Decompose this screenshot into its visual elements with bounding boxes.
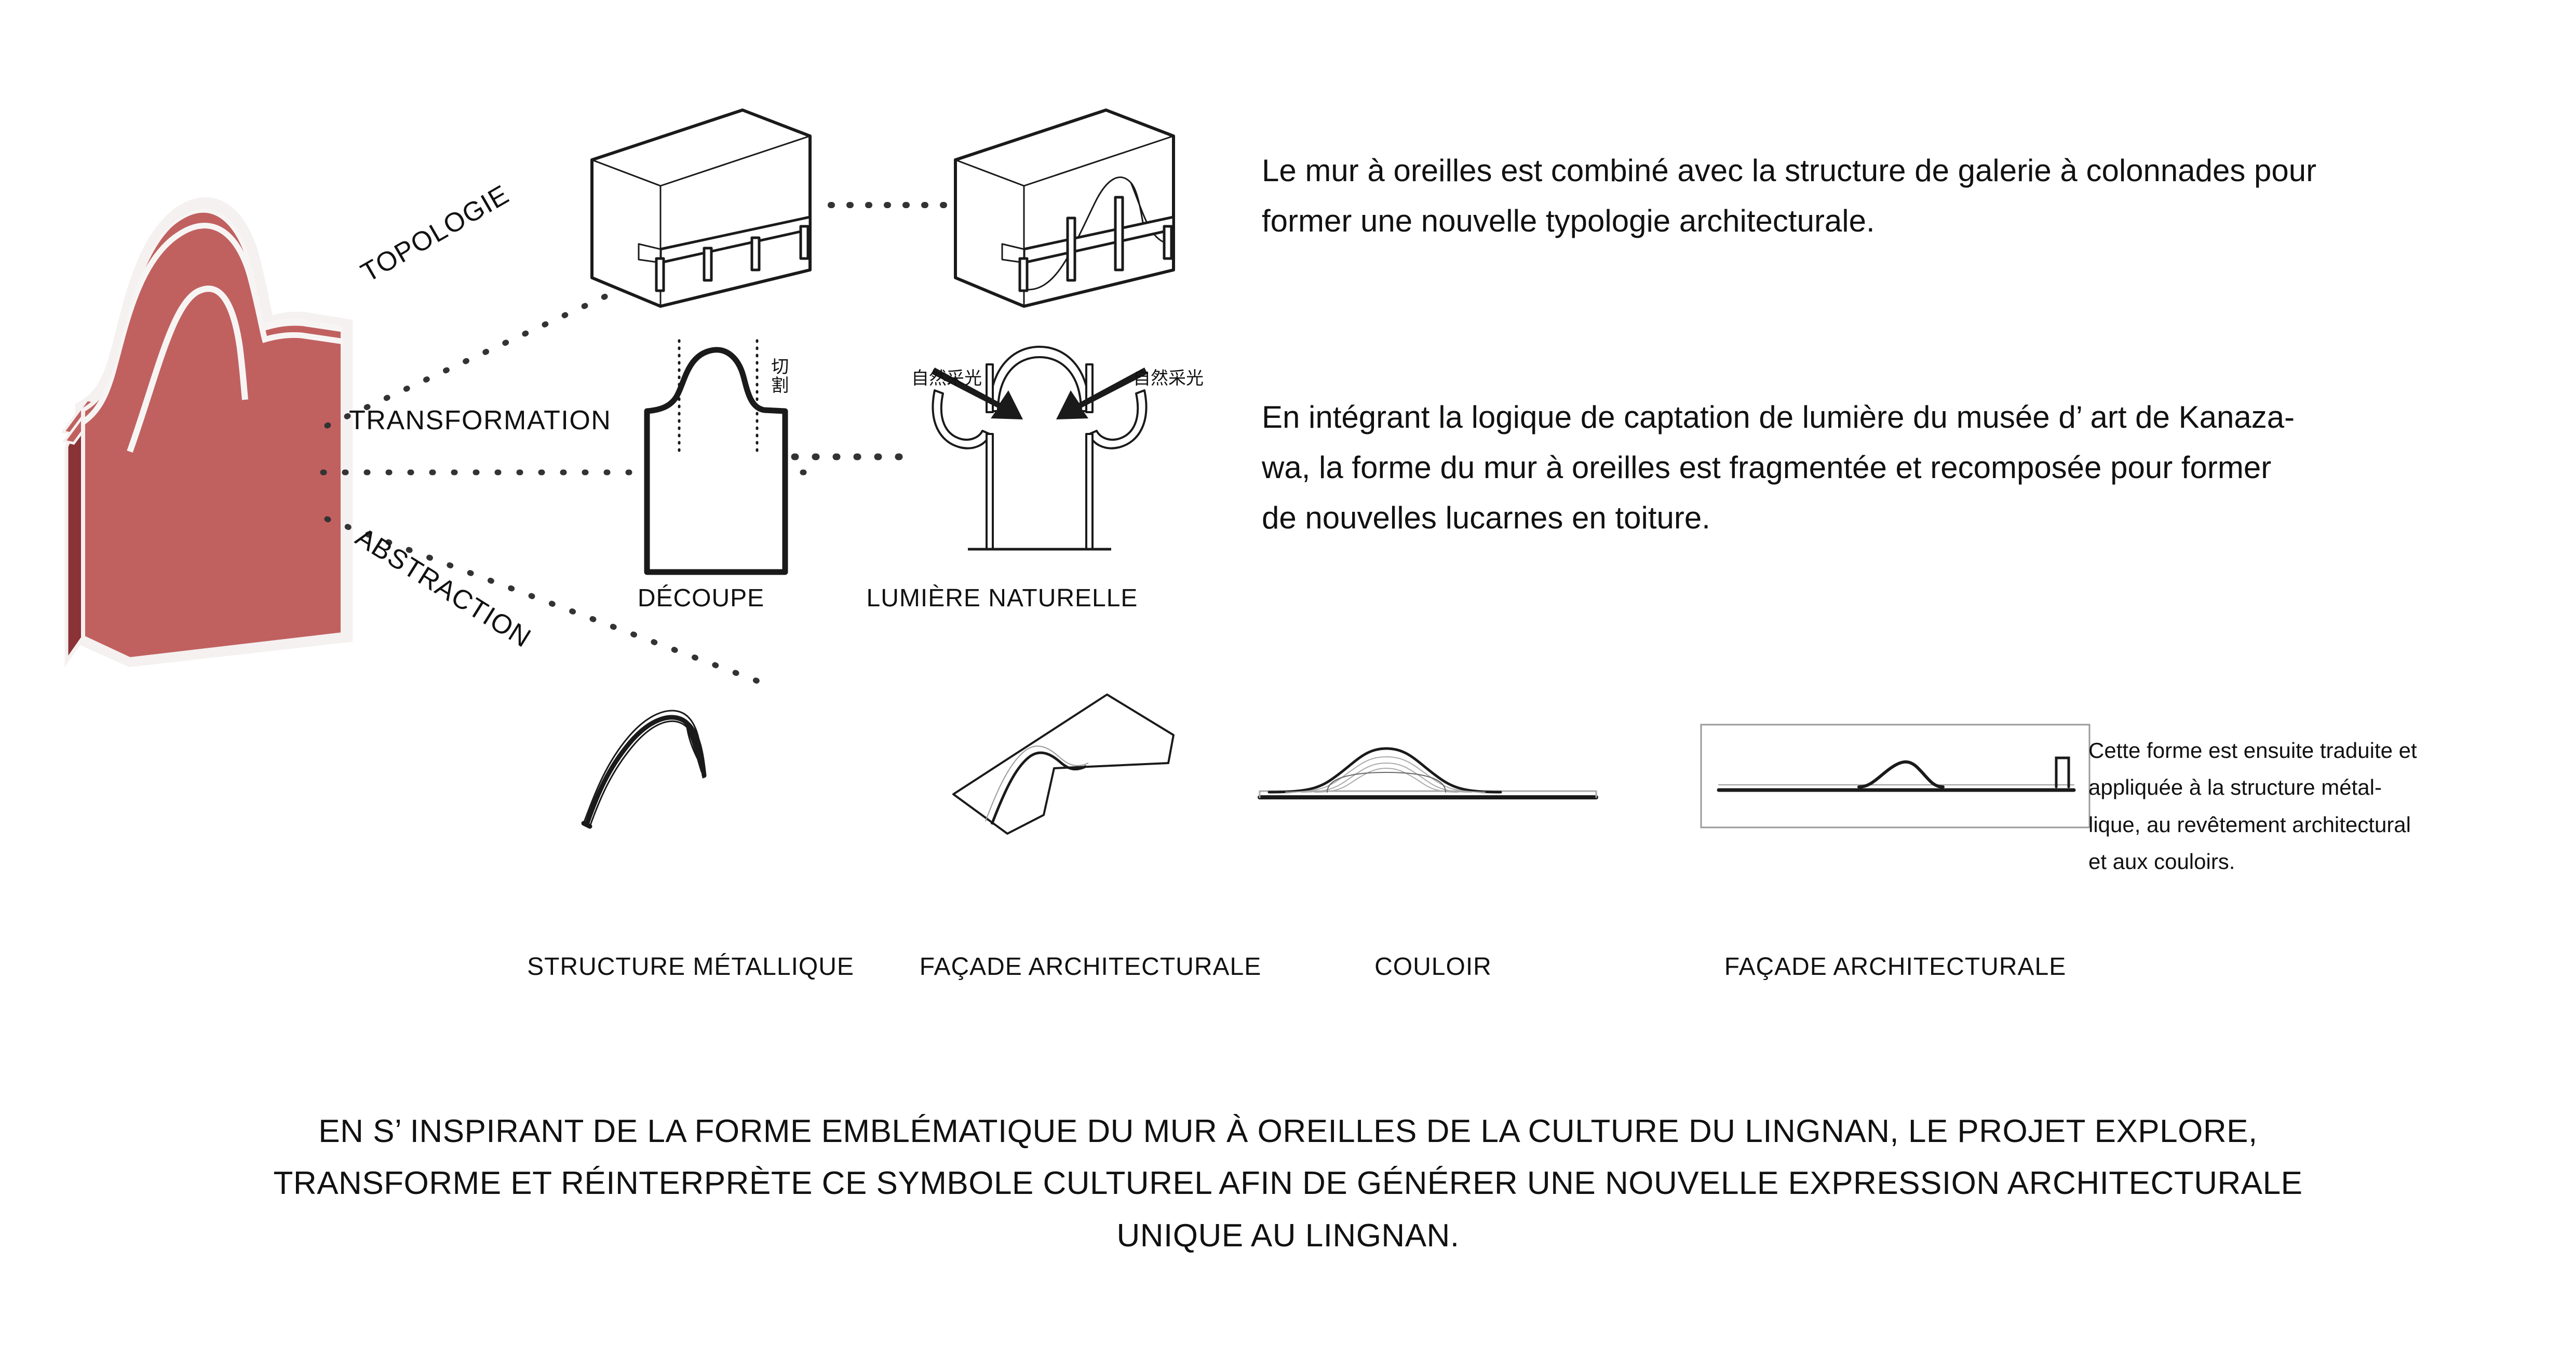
caption-decoupe: DÉCOUPE — [637, 584, 765, 612]
wall-front-face — [81, 207, 345, 662]
building-volume-plain — [590, 108, 812, 308]
natural-light-arrows — [932, 368, 1148, 419]
paragraph-abstraction: Cette forme est ensuite traduite et appl… — [2088, 732, 2556, 880]
caption-couloir: COULOIR — [1374, 953, 1492, 981]
light-arrow-right — [1056, 368, 1148, 419]
branch-line-topologie — [324, 217, 772, 429]
decoupe-silhouette — [644, 339, 788, 575]
summary-line2: TRANSFORME ET RÉINTERPRÈTE CE SYMBOLE CU… — [273, 1165, 2303, 1202]
elevation-frame — [1700, 724, 2091, 828]
paragraph-topologie-line1: Le mur à oreilles est combiné avec la st… — [1262, 153, 2317, 188]
caption-lumiere-naturelle: LUMIÈRE NATURELLE — [866, 584, 1138, 612]
transformation-diagram-row — [623, 332, 1236, 581]
paragraph-transformation-line2: wa, la forme du mur à oreilles est fragm… — [1262, 450, 2272, 485]
paragraph-transformation-line1: En intégrant la logique de captation de … — [1262, 400, 2295, 434]
wall-side-face — [66, 410, 83, 661]
paragraph-topologie: Le mur à oreilles est combiné avec la st… — [1262, 145, 2534, 246]
paragraph-topologie-line2: former une nouvelle typologie architectu… — [1262, 203, 1875, 239]
paragraph-abstraction-line2: appliquée à la structure métal- — [2088, 775, 2382, 800]
branch-line-abstraction — [324, 516, 772, 688]
paragraph-transformation-line3: de nouvelles lucarnes en toiture. — [1262, 500, 1710, 536]
cut-annotation-label: 切割 — [767, 357, 789, 395]
caption-facade-architecturale-2: FAÇADE ARCHITECTURALE — [1724, 953, 2067, 981]
light-arrow-left — [932, 368, 1023, 419]
natural-light-label-left: 自然采光 — [911, 368, 982, 389]
paragraph-abstraction-line4: et aux couloirs. — [2088, 849, 2235, 874]
lingnan-wall-illustration — [52, 88, 384, 668]
summary-statement: EN S’ INSPIRANT DE LA FORME EMBLÉMATIQUE… — [0, 1106, 2576, 1262]
branch-label-transformation: TRANSFORMATION — [349, 405, 612, 436]
caption-facade-architecturale-1: FAÇADE ARCHITECTURALE — [919, 953, 1262, 981]
paragraph-abstraction-line3: lique, au revêtement architectural — [2088, 812, 2411, 837]
couloir-section — [1257, 742, 1599, 820]
paragraph-transformation: En intégrant la logique de captation de … — [1262, 392, 2544, 543]
facade-architecturale-elevation — [1698, 722, 2093, 831]
paragraph-abstraction-line1: Cette forme est ensuite traduite et — [2088, 738, 2417, 763]
building-volume-with-arch — [954, 108, 1175, 308]
structure-metallique-shape — [571, 690, 862, 846]
summary-line3: UNIQUE AU LINGNAN. — [1116, 1217, 1460, 1254]
summary-line1: EN S’ INSPIRANT DE LA FORME EMBLÉMATIQUE… — [318, 1113, 2258, 1149]
natural-light-label-right: 自然采光 — [1133, 368, 1204, 389]
facade-architecturale-panel — [945, 685, 1215, 851]
caption-structure-metallique: STRUCTURE MÉTALLIQUE — [527, 953, 854, 981]
topologie-diagram-row — [561, 93, 1225, 332]
